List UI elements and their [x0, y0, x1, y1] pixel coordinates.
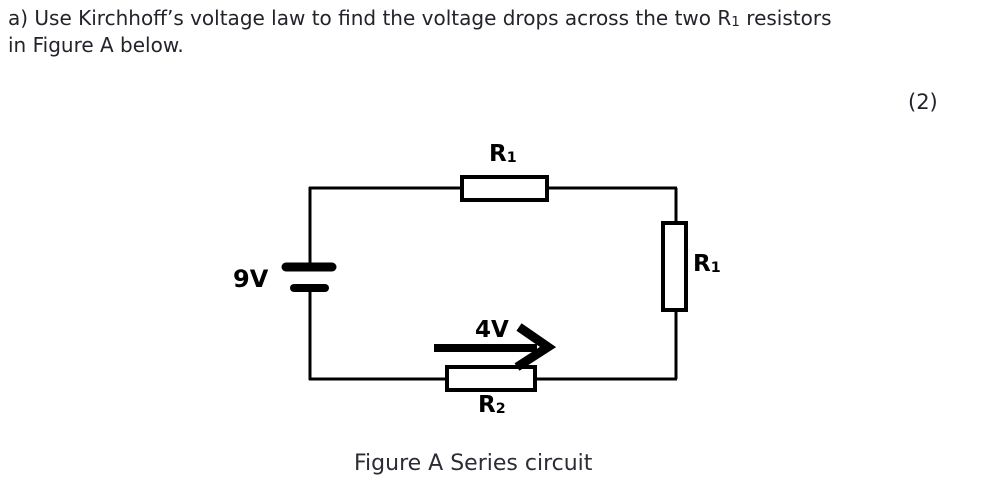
arrow-voltage-label: 4V — [475, 317, 509, 343]
question-line-2: in Figure A below. — [8, 33, 184, 57]
resistor-r1-right-body — [661, 221, 688, 312]
right-resistor-label-base: R — [693, 251, 711, 277]
battery-voltage-label: 9V — [233, 265, 269, 293]
figure-caption: Figure A Series circuit — [354, 451, 593, 476]
question-text: a) Use Kirchhoff’s voltage law to find t… — [8, 5, 968, 59]
current-arrow-head — [514, 323, 557, 371]
bottom-resistor-label-base: R — [478, 392, 496, 418]
bottom-resistor-label: R2 — [478, 394, 506, 417]
question-line-1: a) Use Kirchhoff’s voltage law to find t… — [8, 5, 968, 32]
top-resistor-label-sub: 1 — [506, 150, 517, 166]
marks-badge: (2) — [908, 90, 938, 114]
resistor-r1-top-body — [460, 175, 549, 202]
question-line1-post: resistors — [739, 6, 832, 30]
right-resistor-label-sub: 1 — [710, 260, 721, 276]
resistor-r2-body — [445, 365, 537, 392]
top-resistor-label-base: R — [489, 141, 507, 167]
question-line1-pre: a) Use Kirchhoff’s voltage law to find t… — [8, 6, 732, 30]
top-resistor-label: R1 — [489, 143, 517, 166]
right-resistor-label: R1 — [693, 253, 721, 276]
bottom-resistor-label-sub: 2 — [495, 401, 506, 417]
question-r1-subscript: 1 — [731, 14, 740, 30]
